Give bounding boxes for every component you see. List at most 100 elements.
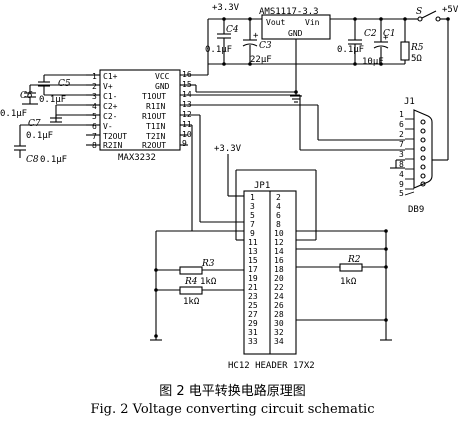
r5-ref: R5	[410, 43, 424, 53]
db9-pin: 7	[399, 140, 404, 149]
resistor-r3: R3 1kΩ	[154, 259, 244, 287]
db9-pin: 4	[399, 170, 404, 179]
figure-caption-en: Fig. 2 Voltage converting circuit schema…	[90, 402, 375, 417]
max-pin-label: C2+	[103, 102, 118, 111]
db9-pin: 6	[399, 120, 404, 129]
max-pin-num: 3	[92, 92, 97, 101]
figure-caption-cn: 图 2 电平转换电路原理图	[159, 384, 306, 399]
header-pin: 34	[274, 337, 284, 346]
max-pin-label: T2IN	[146, 132, 165, 141]
max-pin-num: 6	[92, 122, 97, 131]
r2-value: 1kΩ	[340, 277, 357, 287]
max-pin-label: R2IN	[103, 141, 122, 150]
header-ground	[150, 229, 392, 341]
switch-label: S	[416, 7, 422, 17]
db9-connector: J1 DB9 1 6 2 7 3 8 4 9 5	[399, 17, 450, 215]
regulator-gnd: GND	[288, 29, 303, 38]
header-pin: 12	[274, 238, 284, 247]
header-pin: 2	[276, 193, 281, 202]
header-pin: 11	[248, 238, 258, 247]
c6-value: 0.1μF	[0, 109, 27, 119]
resistor-r4: R4 1kΩ	[154, 277, 244, 307]
c2-value: 0.1μF	[337, 45, 364, 55]
max-charge-pump: C5 0.1μF C6 0.1μF C7 0.1μF C8 0.1μF	[0, 74, 100, 165]
header-pin: 10	[274, 229, 284, 238]
header-pin: 29	[248, 319, 258, 328]
r3-value: 1kΩ	[200, 277, 217, 287]
c5-value: 0.1μF	[39, 95, 66, 105]
header-pin: 23	[248, 292, 258, 301]
db9-pin: 3	[399, 150, 404, 159]
db9-ref: J1	[404, 97, 415, 107]
max-pin-label: R1OUT	[142, 112, 166, 121]
c8-value: 0.1μF	[40, 155, 67, 165]
c1-polarity: +	[383, 33, 389, 43]
max-pin-label: R2OUT	[142, 141, 166, 150]
header-pin: 32	[274, 328, 284, 337]
db9-pin: 5	[399, 189, 404, 198]
max-pin-label: VCC	[155, 72, 170, 81]
max-pin-label: T1OUT	[142, 92, 166, 101]
r2-ref: R2	[347, 255, 361, 265]
header-pin: 22	[274, 283, 284, 292]
db9-pin: 1	[399, 110, 404, 119]
c1-value: 10μF	[362, 57, 384, 67]
resistor-r2: R2 1kΩ	[296, 255, 388, 287]
max3232-name: MAX3232	[118, 153, 156, 163]
header-pin: 19	[248, 274, 258, 283]
max-pin-label: GND	[155, 82, 170, 91]
max-pin-label: C1+	[103, 72, 118, 81]
header-pin: 9	[250, 229, 255, 238]
db9-name: DB9	[408, 205, 424, 215]
header-right-pins: 2 4 6 8 10 12 14 16 18 20 22 24 26 28 30…	[274, 193, 284, 346]
switch-s: S +5V	[405, 5, 459, 22]
c6-ref: C6	[20, 91, 33, 101]
header-pin: 28	[274, 310, 284, 319]
c5-ref: C5	[58, 79, 71, 89]
header-pin: 3	[250, 202, 255, 211]
c3-value: 22μF	[250, 55, 272, 65]
header-pin: 16	[274, 256, 284, 265]
cap-c1: + C1 10μF	[362, 19, 396, 67]
header-pin: 26	[274, 301, 284, 310]
resistor-r5: R5 5Ω	[400, 19, 424, 64]
header-pin: 13	[248, 247, 258, 256]
r4-value: 1kΩ	[183, 297, 200, 307]
header-pin: 6	[276, 211, 281, 220]
header-name: HC12 HEADER 17X2	[228, 361, 315, 371]
c8-ref: C8	[26, 155, 39, 165]
header-pin: 17	[248, 265, 258, 274]
regulator-vout: Vout	[266, 18, 285, 27]
header-pin: 1	[250, 193, 255, 202]
header-pin: 24	[274, 292, 284, 301]
header-pin: 15	[248, 256, 258, 265]
cap-c4: C4 0.1μF	[205, 19, 239, 64]
max-pin-num: 2	[92, 82, 97, 91]
regulator-name: AMS1117-3.3	[259, 7, 319, 17]
header-pin: 20	[274, 274, 284, 283]
max-pin-label: R1IN	[146, 102, 165, 111]
db9-pin: 8	[399, 160, 404, 169]
header-pin: 5	[250, 211, 255, 220]
max-pin-label: T1IN	[146, 122, 165, 131]
power-section: +3.3V C4 0.1μF + C3 22μF AMS1117-3.3	[205, 3, 459, 103]
header-pin: 8	[276, 220, 281, 229]
c3-ref: C3	[259, 41, 272, 51]
signal-wiring	[191, 115, 317, 241]
cap-c3: + C3 22μF	[242, 19, 272, 65]
jp1-ref: JP1	[254, 181, 270, 191]
header-pin: 14	[274, 247, 284, 256]
c4-ref: C4	[226, 25, 239, 35]
header-pin: 31	[248, 328, 258, 337]
cap-c2: C2 0.1μF	[337, 19, 377, 64]
max-pin-label: C2-	[103, 112, 117, 121]
header-pin: 4	[276, 202, 281, 211]
max-pin-num: 9	[182, 139, 187, 148]
c3-polarity: +	[253, 31, 259, 41]
c7-ref: C7	[28, 119, 41, 129]
hc12-header: JP1 HC12 HEADER 17X2	[228, 181, 315, 371]
db9-pin: 9	[399, 180, 404, 189]
max-pin-num: 1	[92, 72, 97, 81]
max-pin-label: V-	[103, 122, 113, 131]
